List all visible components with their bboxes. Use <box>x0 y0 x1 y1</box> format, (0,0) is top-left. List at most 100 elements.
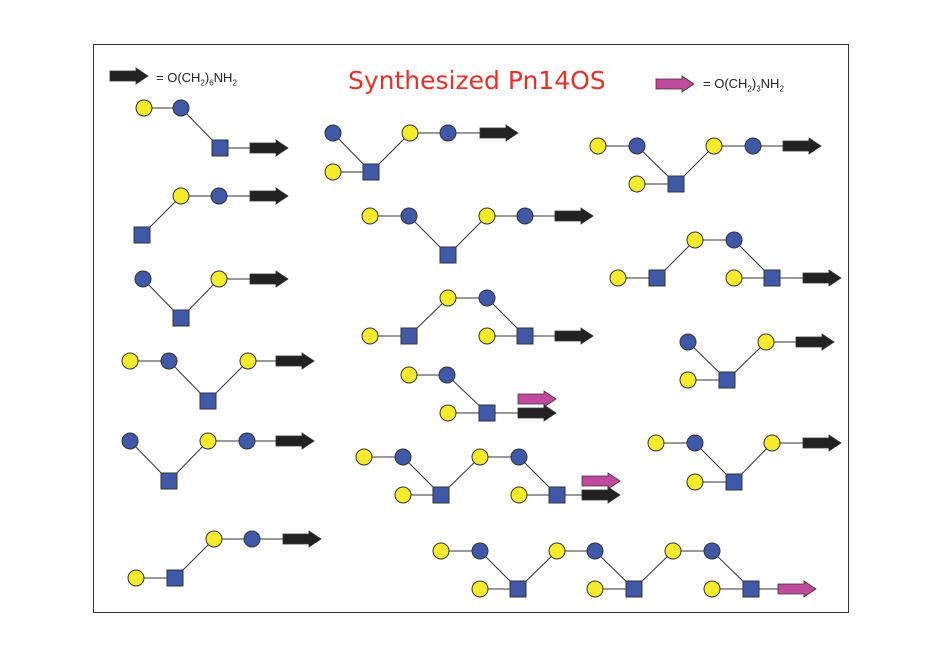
glucose-icon <box>210 187 228 205</box>
galactose-icon <box>439 404 457 422</box>
pink-linker-arrow-icon <box>517 390 557 408</box>
glucose-icon <box>400 207 418 225</box>
glucose-icon <box>160 352 178 370</box>
pink-linker-arrow-icon <box>777 580 817 598</box>
galactose-icon <box>172 187 190 205</box>
galactose-icon <box>679 371 697 389</box>
figure-frame <box>93 44 849 613</box>
galactose-icon <box>703 580 721 598</box>
glucose-icon <box>628 137 646 155</box>
black-linker-arrow-icon <box>249 139 289 157</box>
black-linker-arrow-icon <box>275 352 315 370</box>
glcnac-icon <box>439 246 457 264</box>
galactose-icon <box>361 327 379 345</box>
glcnac-icon <box>548 486 566 504</box>
galactose-icon <box>239 352 257 370</box>
glcnac-icon <box>199 392 217 410</box>
black-linker-arrow-icon <box>554 207 594 225</box>
black-linker-arrow-icon <box>249 187 289 205</box>
galactose-icon <box>400 366 418 384</box>
galactose-icon <box>471 580 489 598</box>
pink-linker-arrow-icon <box>581 472 621 490</box>
galactose-icon <box>725 269 743 287</box>
glucose-icon <box>703 542 721 560</box>
galactose-icon <box>705 137 723 155</box>
glcnac-icon <box>509 580 527 598</box>
galactose-icon <box>686 231 704 249</box>
glucose-icon <box>439 124 457 142</box>
galactose-icon <box>361 207 379 225</box>
galactose-icon <box>478 327 496 345</box>
galactose-icon <box>401 124 419 142</box>
glucose-icon <box>438 366 456 384</box>
galactose-icon <box>127 569 145 587</box>
glucose-icon <box>586 542 604 560</box>
galactose-icon <box>355 448 373 466</box>
glcnac-icon <box>763 269 781 287</box>
black-linker-arrow-icon <box>517 404 557 422</box>
galactose-icon <box>432 542 450 560</box>
black-linker-arrow-icon <box>282 530 322 548</box>
legend-black-label: = O(CH2)6NH2 <box>156 70 237 88</box>
galactose-icon <box>586 580 604 598</box>
galactose-icon <box>199 432 217 450</box>
black-linker-arrow-icon <box>802 434 842 452</box>
galactose-icon <box>647 434 665 452</box>
glucose-icon <box>121 432 139 450</box>
black-linker-arrow-icon <box>782 137 822 155</box>
figure-title: Synthesized Pn14OS <box>348 66 606 95</box>
glcnac-icon <box>742 580 760 598</box>
glcnac-icon <box>516 327 534 345</box>
galactose-icon <box>686 473 704 491</box>
glcnac-icon <box>160 472 178 490</box>
galactose-icon <box>757 333 775 351</box>
black-linker-arrow-icon <box>249 270 289 288</box>
black-linker-arrow-icon <box>795 333 835 351</box>
galactose-icon <box>135 99 153 117</box>
legend-pink-label: = O(CH2)3NH2 <box>703 76 784 94</box>
galactose-icon <box>205 530 223 548</box>
glcnac-icon <box>133 226 151 244</box>
glcnac-icon <box>432 486 450 504</box>
glucose-icon <box>725 231 743 249</box>
glucose-icon <box>243 530 261 548</box>
galactose-icon <box>324 163 342 181</box>
glcnac-icon <box>172 309 190 327</box>
glucose-icon <box>516 207 534 225</box>
black-linker-arrow-icon <box>802 269 842 287</box>
glcnac-icon <box>718 371 736 389</box>
glcnac-icon <box>166 569 184 587</box>
galactose-icon <box>478 207 496 225</box>
black-linker-arrow-icon <box>109 67 149 85</box>
galactose-icon <box>510 486 528 504</box>
galactose-icon <box>439 289 457 307</box>
galactose-icon <box>471 448 489 466</box>
glucose-icon <box>679 333 697 351</box>
glcnac-icon <box>211 139 229 157</box>
glcnac-icon <box>362 163 380 181</box>
glucose-icon <box>686 434 704 452</box>
black-linker-arrow-icon <box>275 432 315 450</box>
glucose-icon <box>134 270 152 288</box>
glcnac-icon <box>725 473 743 491</box>
galactose-icon <box>609 269 627 287</box>
glucose-icon <box>324 124 342 142</box>
galactose-icon <box>121 352 139 370</box>
galactose-icon <box>628 175 646 193</box>
glcnac-icon <box>478 404 496 422</box>
glucose-icon <box>238 432 256 450</box>
galactose-icon <box>210 270 228 288</box>
glucose-icon <box>394 448 412 466</box>
galactose-icon <box>548 542 566 560</box>
galactose-icon <box>394 486 412 504</box>
black-linker-arrow-icon <box>554 327 594 345</box>
glucose-icon <box>510 448 528 466</box>
glucose-icon <box>172 99 190 117</box>
galactose-icon <box>664 542 682 560</box>
glcnac-icon <box>625 580 643 598</box>
black-linker-arrow-icon <box>479 124 519 142</box>
glucose-icon <box>744 137 762 155</box>
glucose-icon <box>478 289 496 307</box>
glcnac-icon <box>648 269 666 287</box>
